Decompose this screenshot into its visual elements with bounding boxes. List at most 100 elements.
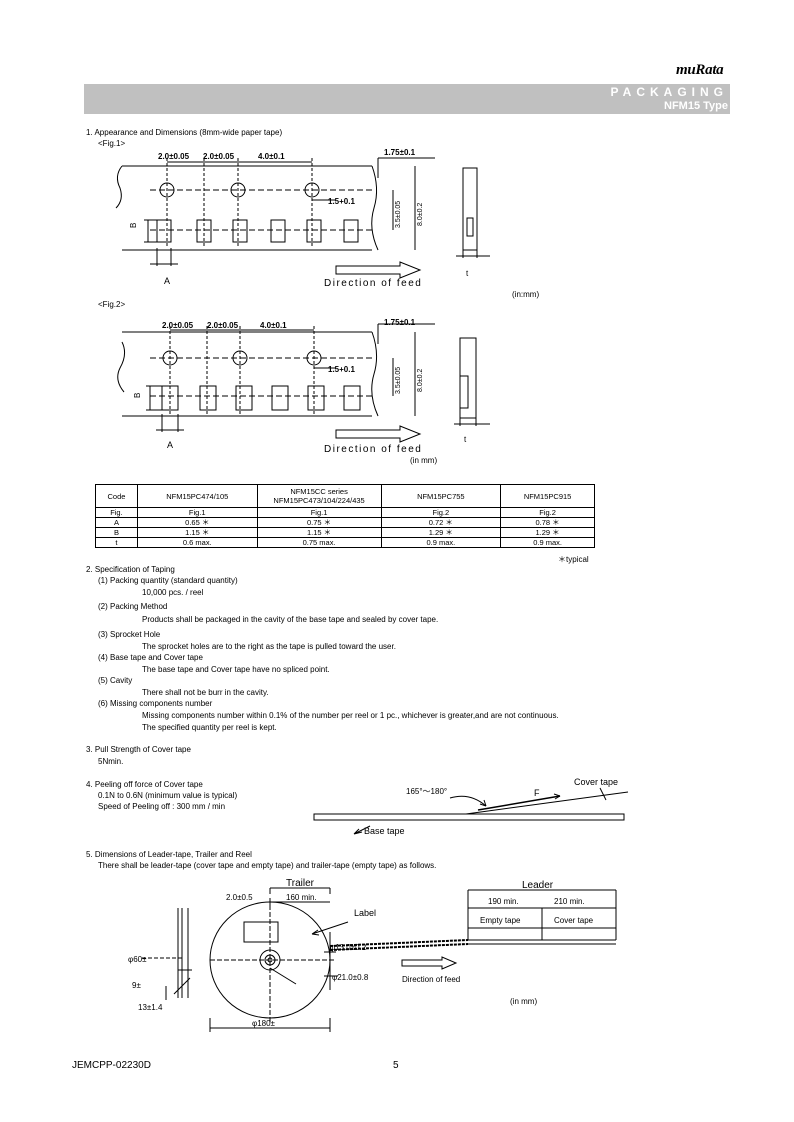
- table-cell: NFM15CC series NFM15PC473/104/224/435: [256, 484, 382, 508]
- table-cell: t: [95, 537, 138, 548]
- table-header-row: Code NFM15PC474/105 NFM15CC series NFM15…: [95, 484, 595, 508]
- spec-text: There shall be leader-tape (cover tape a…: [98, 861, 437, 870]
- spec-text: There shall not be burr in the cavity.: [142, 688, 269, 697]
- table-cell: Code: [95, 484, 138, 508]
- dim-pitch-a: 2.0±0.05: [162, 321, 194, 330]
- spec-text: Speed of Peeling off : 300 mm / min: [98, 802, 226, 811]
- table-cell: 1.29 ＊: [500, 527, 595, 538]
- table-cell: 1.29 ＊: [380, 527, 502, 538]
- table-cell: 0.6 max.: [136, 537, 258, 548]
- spec-item: (5) Cavity: [98, 676, 133, 685]
- unit-label-2: (in mm): [410, 456, 438, 465]
- table-cell: 0.75 ＊: [256, 517, 382, 528]
- dim-13b: 13±1.4: [138, 1003, 163, 1012]
- spec-item: (1) Packing quantity (standard quantity): [98, 576, 238, 585]
- table-row: B 1.15 ＊ 1.15 ＊ 1.29 ＊ 1.29 ＊: [95, 527, 595, 538]
- unit-label-1: (in:mm): [512, 290, 540, 299]
- cover-tape-label: Cover tape: [554, 916, 594, 925]
- table-cell: Fig.1: [136, 507, 258, 518]
- fig2-diagram: 2.0±0.05 2.0±0.05 4.0±0.1 1.75±0.1 1.5+0…: [117, 318, 490, 455]
- table-cell: Fig.1: [256, 507, 382, 518]
- peel-diagram: 165°～180° F Cover tape Base tape: [313, 777, 629, 836]
- table-cell: Fig.: [95, 507, 138, 518]
- dimension-table: Code NFM15PC474/105 NFM15CC series NFM15…: [95, 484, 595, 548]
- table-cell: A: [95, 517, 138, 528]
- dim-9: 9±: [132, 981, 141, 990]
- table-cell: 0.78 ＊: [500, 517, 595, 528]
- spec-text: 5Nmin.: [98, 757, 124, 766]
- table-cell: Fig.2: [380, 507, 502, 518]
- dim-190: 190 min.: [488, 897, 519, 906]
- table-cell: NFM15PC755: [380, 484, 502, 508]
- label-a: A: [164, 276, 170, 286]
- peel-angle: 165°～180°: [406, 787, 447, 796]
- dim-180: φ180±: [252, 1019, 276, 1028]
- dim-160: 160 min.: [286, 893, 317, 902]
- fig1-label: <Fig.1>: [98, 139, 126, 148]
- unit-label: (in mm): [510, 997, 537, 1006]
- section-title: PACKAGING: [610, 85, 728, 99]
- dim-15: 1.5+0.1: [328, 365, 355, 374]
- dim-13: φ13.0±0.2: [330, 943, 367, 952]
- force-label: F: [534, 788, 540, 798]
- table-row: A 0.65 ＊ 0.75 ＊ 0.72 ＊ 0.78 ＊: [95, 517, 595, 528]
- reel-diagram: Trailer Leader 2.0±0.5 160 min. Label 19…: [128, 878, 617, 1032]
- spec-text: The sprocket holes are to the right as t…: [142, 642, 396, 651]
- dim-20: 2.0±0.5: [226, 893, 253, 902]
- table-cell: NFM15PC915: [500, 484, 595, 508]
- typical-note: ＊typical: [558, 555, 589, 564]
- spec-item: (2) Packing Method: [98, 602, 168, 611]
- cover-tape-label: Cover tape: [574, 777, 618, 787]
- spec-text: 0.1N to 0.6N (minimum value is typical): [98, 791, 238, 800]
- table-cell: NFM15PC474/105: [136, 484, 258, 508]
- label-text: Label: [354, 908, 376, 918]
- spec-item: (6) Missing components number: [98, 699, 213, 708]
- dim-210: 210 min.: [554, 897, 585, 906]
- dim-80: 8.0±0.2: [417, 203, 424, 226]
- fig2-label: <Fig.2>: [98, 300, 126, 309]
- product-type: NFM15 Type: [664, 100, 728, 112]
- table-row: Fig. Fig.1 Fig.1 Fig.2 Fig.2: [95, 507, 595, 518]
- table-cell: 0.9 max.: [380, 537, 502, 548]
- label-b: B: [129, 223, 138, 228]
- dim-175: 1.75±0.1: [384, 318, 416, 327]
- dim-21: φ21.0±0.8: [332, 973, 369, 982]
- dim-35: 3.5±0.05: [395, 201, 402, 228]
- dim-pitch-40: 4.0±0.1: [258, 152, 285, 161]
- label-t: t: [466, 269, 469, 278]
- label-a: A: [167, 440, 173, 450]
- dim-35: 3.5±0.05: [395, 367, 402, 394]
- spec-text: 10,000 pcs. / reel: [142, 588, 204, 597]
- leader-label: Leader: [522, 880, 554, 891]
- section-3-title: 3. Pull Strength of Cover tape: [86, 745, 191, 754]
- dim-60: φ60±: [128, 955, 147, 964]
- dim-pitch-b: 2.0±0.05: [203, 152, 235, 161]
- dim-pitch-40: 4.0±0.1: [260, 321, 287, 330]
- table-cell: 1.15 ＊: [136, 527, 258, 538]
- empty-tape-label: Empty tape: [480, 916, 521, 925]
- section-2-title: 2. Specification of Taping: [86, 565, 175, 574]
- label-b: B: [133, 393, 142, 398]
- dim-pitch-a: 2.0±0.05: [158, 152, 190, 161]
- table-cell: 0.9 max.: [500, 537, 595, 548]
- document-code: JEMCPP-02230D: [72, 1060, 151, 1071]
- trailer-label: Trailer: [286, 878, 315, 889]
- spec-text: Missing components number within 0.1% of…: [142, 711, 559, 720]
- table-cell: B: [95, 527, 138, 538]
- dim-15: 1.5+0.1: [328, 197, 355, 206]
- table-cell: Fig.2: [500, 507, 595, 518]
- table-row: t 0.6 max. 0.75 max. 0.9 max. 0.9 max.: [95, 537, 595, 548]
- murata-logo: muRata: [676, 62, 724, 78]
- spec-item: (3) Sprocket Hole: [98, 630, 161, 639]
- spec-text: The specified quantity per reel is kept.: [142, 723, 277, 732]
- table-cell: 0.75 max.: [256, 537, 382, 548]
- section-5-title: 5. Dimensions of Leader-tape, Trailer an…: [86, 850, 252, 859]
- spec-text: The base tape and Cover tape have no spl…: [142, 665, 330, 674]
- section-4-title: 4. Peeling off force of Cover tape: [86, 780, 203, 789]
- section-1-title: 1. Appearance and Dimensions (8mm-wide p…: [86, 128, 283, 137]
- fig1-diagram: 2.0±0.05 2.0±0.05 4.0±0.1 1.75±0.1 1.5+0…: [115, 148, 490, 289]
- dim-pitch-b: 2.0±0.05: [207, 321, 239, 330]
- spec-item: (4) Base tape and Cover tape: [98, 653, 203, 662]
- label-t: t: [464, 435, 467, 444]
- header-band: PACKAGING NFM15 Type: [84, 84, 730, 114]
